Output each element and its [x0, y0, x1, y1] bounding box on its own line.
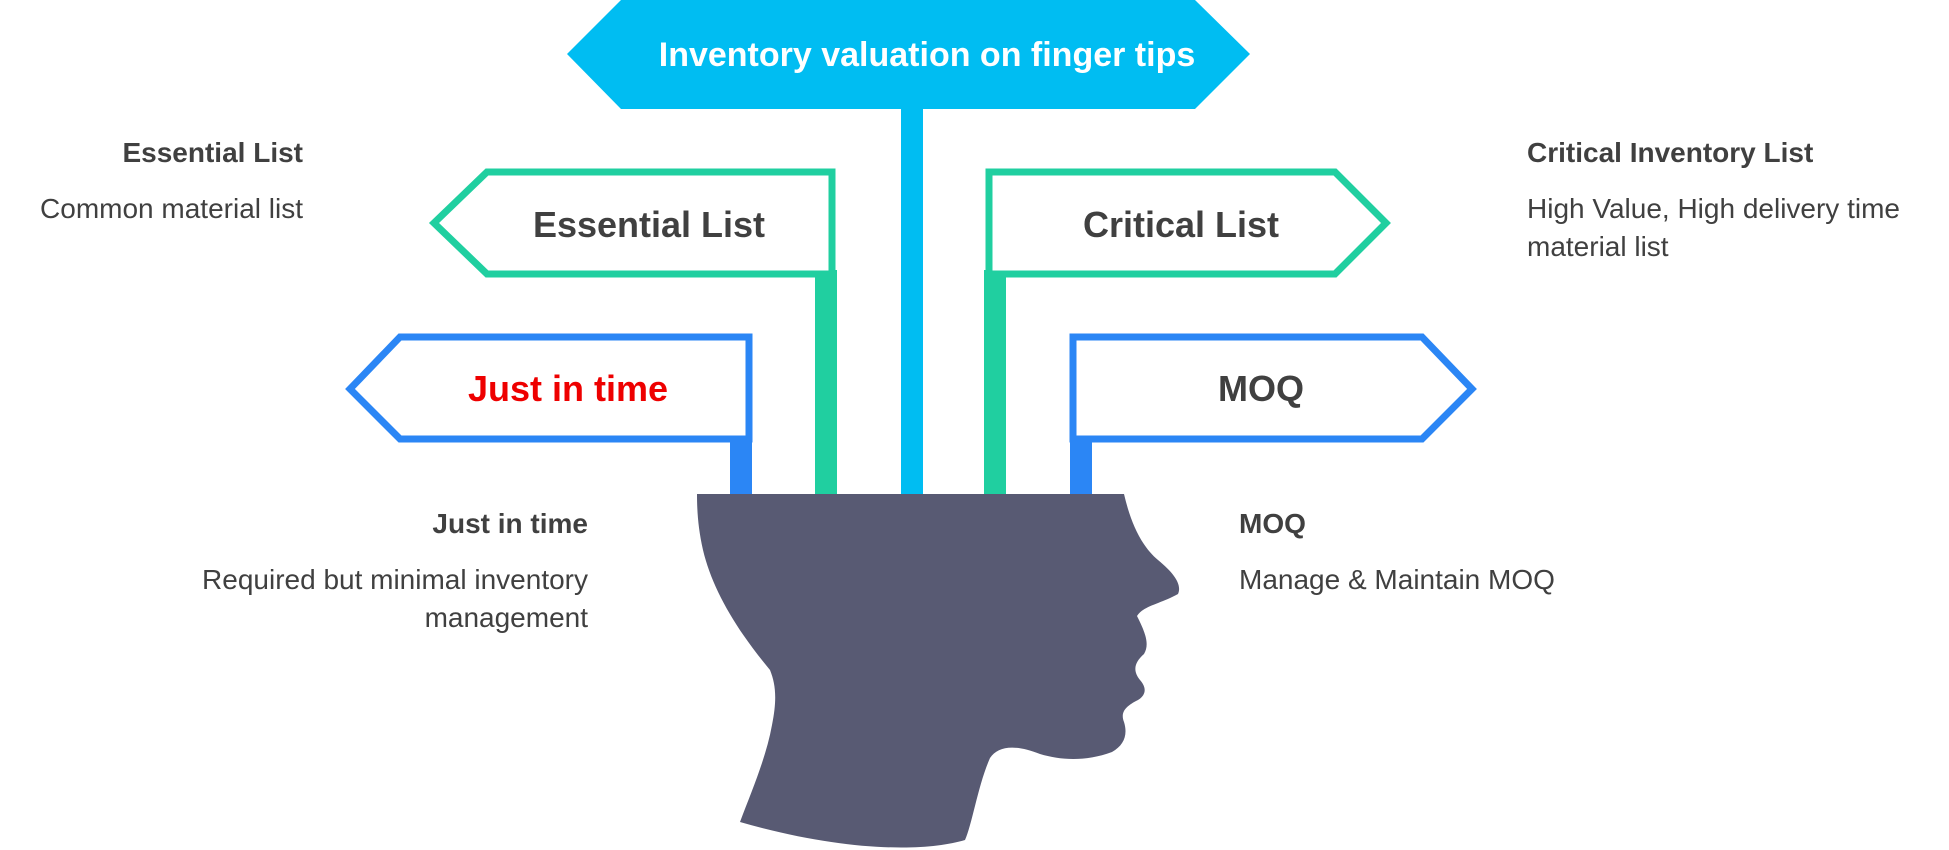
- essential-list-sign: [428, 168, 836, 278]
- top-sign-board: [567, 0, 1250, 109]
- just-in-time-sign-label: Just in time: [468, 368, 668, 409]
- left-blue-pole: [730, 435, 752, 505]
- critical-list-sign: [985, 168, 1391, 278]
- head-silhouette: [697, 494, 1180, 848]
- right-blue-pole: [1070, 435, 1092, 505]
- moq-desc-title: MOQ: [1239, 508, 1306, 539]
- essential-list-desc-body: Common material list: [40, 193, 303, 224]
- critical-inventory-desc-body: High Value, High delivery time material …: [1527, 193, 1900, 262]
- essential-list-desc-title: Essential List: [122, 137, 303, 168]
- just-in-time-sign: [345, 333, 753, 443]
- center-pole: [901, 105, 923, 505]
- diagram-title: Inventory valuation on finger tips: [659, 36, 1196, 74]
- moq-sign-label: MOQ: [1218, 368, 1304, 409]
- moq-sign: [1069, 333, 1477, 443]
- moq-description: MOQ Manage & Maintain MOQ: [1239, 507, 1699, 599]
- critical-inventory-desc-title: Critical Inventory List: [1527, 137, 1814, 168]
- just-in-time-desc-body: Required but minimal inventory managemen…: [202, 564, 588, 633]
- right-green-pole: [984, 270, 1006, 505]
- moq-desc-body: Manage & Maintain MOQ: [1239, 564, 1555, 595]
- essential-list-description: Essential List Common material list: [0, 136, 303, 228]
- just-in-time-description: Just in time Required but minimal invent…: [120, 507, 588, 637]
- left-green-pole: [815, 270, 837, 505]
- essential-list-sign-label: Essential List: [533, 204, 765, 245]
- just-in-time-desc-title: Just in time: [432, 508, 588, 539]
- critical-list-sign-label: Critical List: [1083, 204, 1279, 245]
- critical-inventory-description: Critical Inventory List High Value, High…: [1527, 136, 1949, 266]
